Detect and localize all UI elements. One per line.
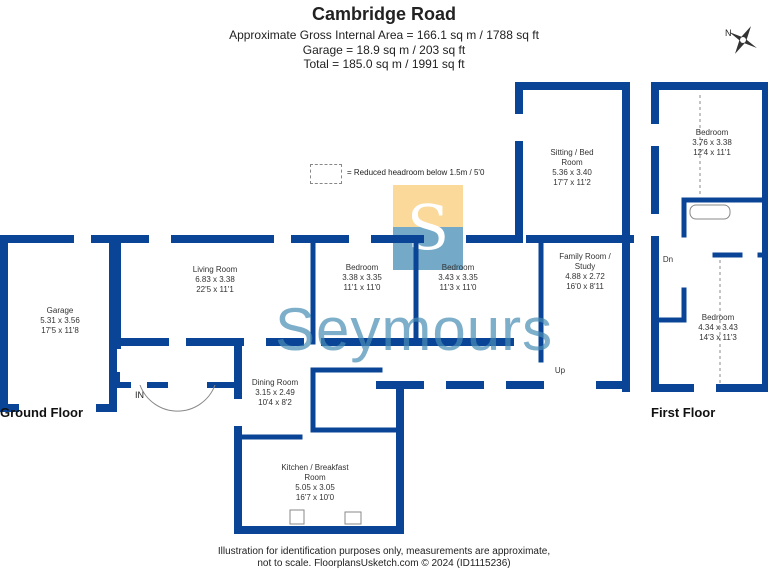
reduced-headroom-text: = Reduced headroom below 1.5m / 5'0	[347, 168, 485, 177]
entrance-label: IN	[135, 390, 144, 400]
page-title: Cambridge Road	[311, 4, 457, 24]
total-area: Total = 185.0 sq m / 1991 sq ft	[303, 57, 465, 71]
seymours-watermark: Seymours	[275, 296, 554, 363]
ground-floor-label: Ground Floor	[0, 405, 84, 420]
first-floor-label: First Floor	[651, 405, 716, 420]
reduced-headroom-key	[310, 164, 342, 184]
compass-icon: N	[725, 22, 761, 58]
stairs-down-label: Dn	[662, 255, 674, 264]
footer-disclaimer: Illustration for identification purposes…	[217, 546, 551, 569]
gross-area: Approximate Gross Internal Area = 166.1 …	[229, 28, 539, 42]
compass-north-label: N	[725, 28, 732, 38]
stairs-up-label: Up	[554, 366, 566, 375]
garage-area: Garage = 18.9 sq m / 203 sq ft	[302, 43, 466, 57]
